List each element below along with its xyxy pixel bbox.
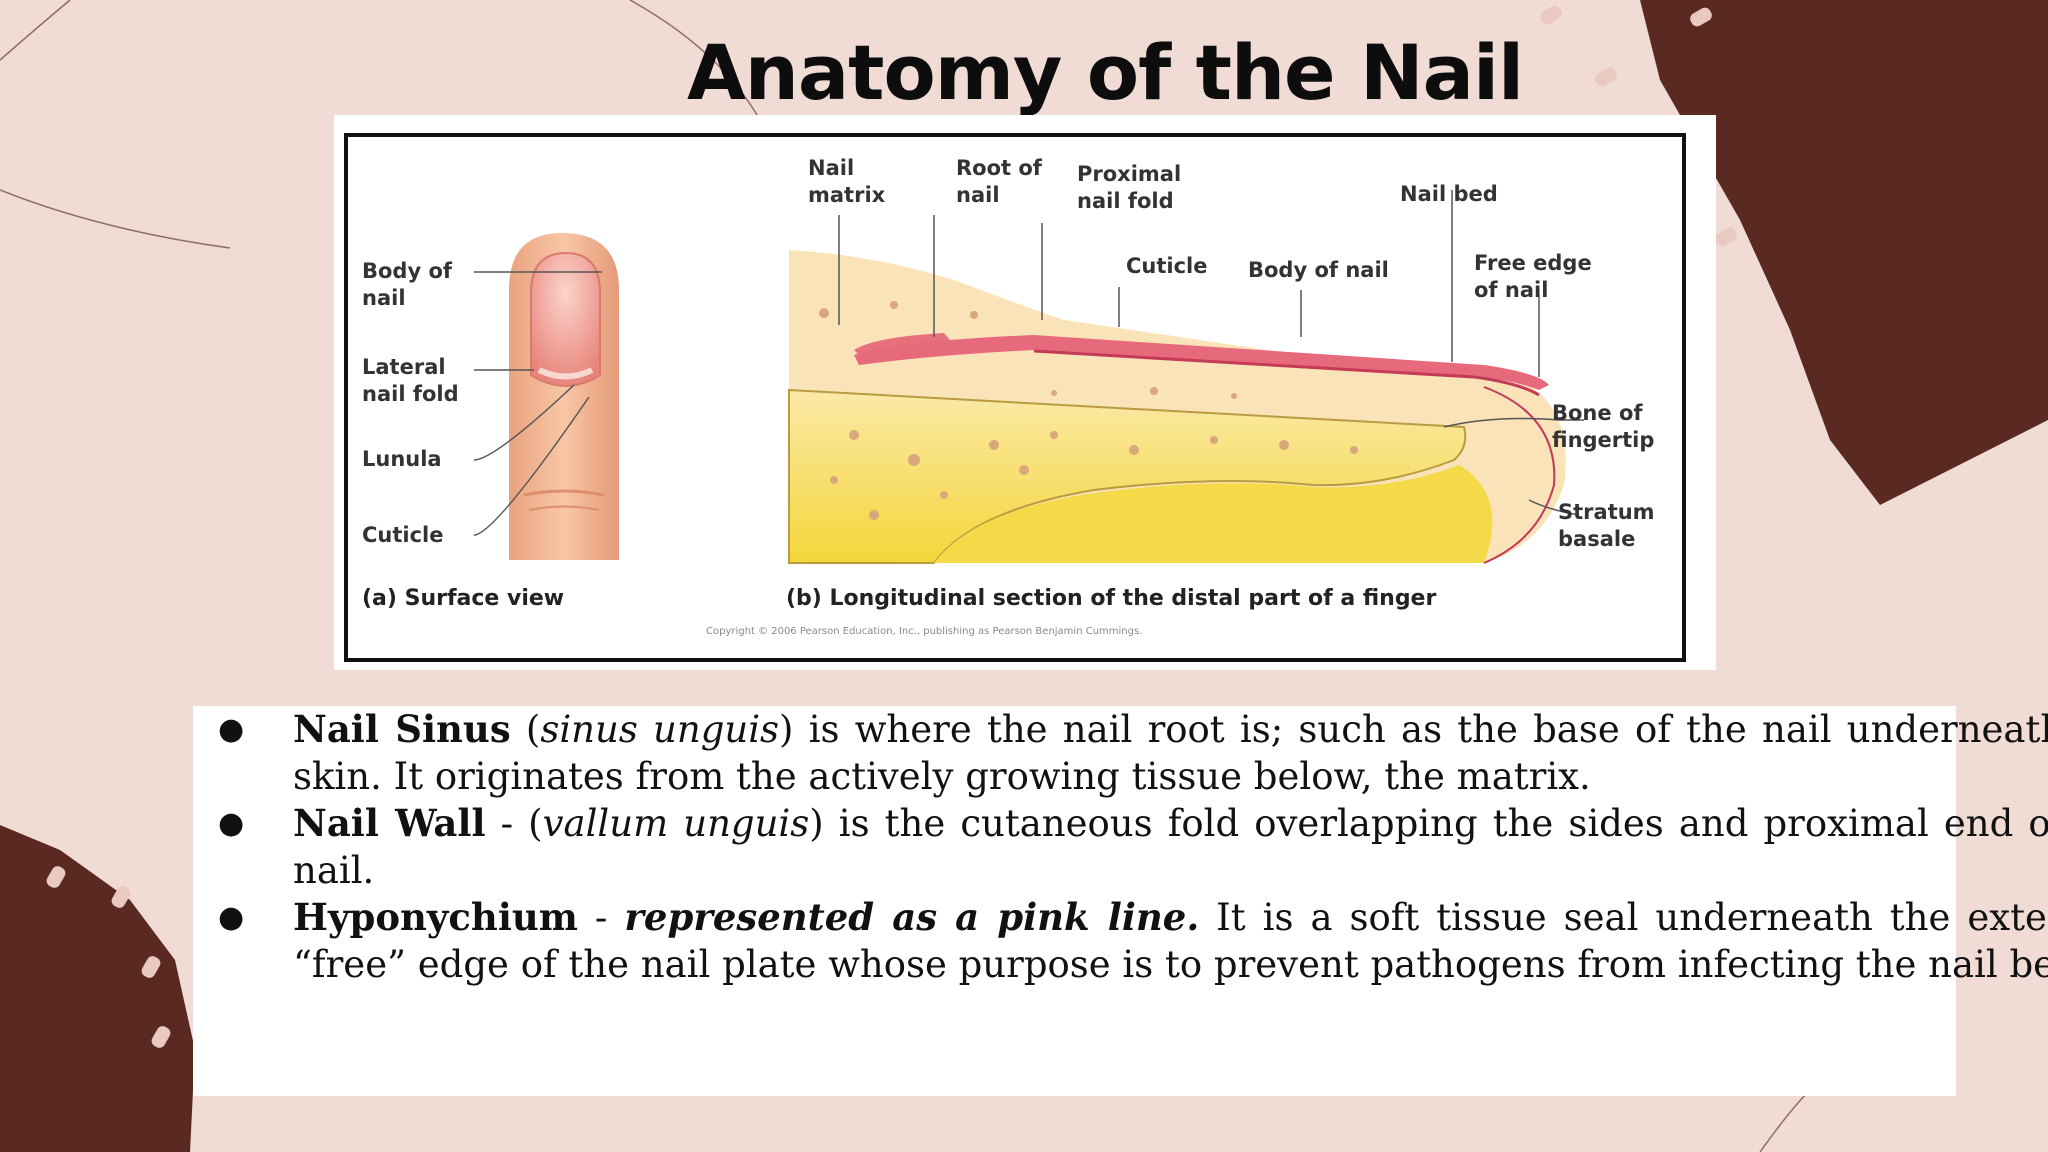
desc-nail-wall: ) is the cutaneous fold overlapping the … <box>293 802 2048 892</box>
nail-anatomy-figure: Body of nail Lateral nail fold Lunula Cu… <box>334 115 1716 670</box>
label-body-of-nail-1: Body of <box>362 259 453 283</box>
surface-leader-lines <box>473 271 602 536</box>
bone-marrow <box>788 388 1467 564</box>
label-cuticle-surface: Cuticle <box>362 523 444 547</box>
label-body-of-nail-2: nail <box>362 286 406 310</box>
desc-nail-sinus: is where the nail root is; such as the b… <box>293 708 2048 798</box>
label-root-of-nail-1: Root of <box>956 156 1043 180</box>
copyright-line: Copyright © 2006 Pearson Education, Inc.… <box>706 626 1142 637</box>
sep-hyponychium: - <box>577 896 625 939</box>
page-title: Anatomy of the Nail <box>686 28 1524 117</box>
sep-nail-wall: - ( <box>485 802 543 845</box>
nail-plate-section <box>854 335 1549 390</box>
nail-diagram: Body of nail Lateral nail fold Lunula Cu… <box>344 133 1686 662</box>
label-lateral-nail-fold-2: nail fold <box>362 382 459 406</box>
label-stratum-basale-1: Stratum <box>1558 500 1655 524</box>
section-leader-lines <box>838 190 1584 516</box>
desc-hyponychium: It is a soft tissue seal underneath the … <box>293 896 2048 986</box>
label-nail-matrix-2: matrix <box>808 183 886 207</box>
label-nail-matrix-1: Nail <box>808 156 854 180</box>
bullet-dot: ● <box>218 900 245 935</box>
label-free-edge-2: of nail <box>1474 278 1548 302</box>
label-body-of-nail-section: Body of nail <box>1248 258 1389 282</box>
label-stratum-basale-2: basale <box>1558 527 1635 551</box>
term-hyponychium: Hyponychium <box>293 895 578 939</box>
label-lateral-nail-fold-1: Lateral <box>362 355 446 379</box>
label-nail-bed: Nail bed <box>1400 182 1498 206</box>
label-proximal-nail-fold-2: nail fold <box>1077 189 1174 213</box>
latin-vallum-unguis: vallum unguis <box>542 802 810 845</box>
fat-yellow <box>934 465 1493 563</box>
list-item-nail-wall: ● Nail Wall - (vallum unguis) is the cuta… <box>218 800 2048 894</box>
bullet-dot: ● <box>218 712 245 747</box>
latin-sinus-unguis: sinus unguis <box>540 708 780 751</box>
hyponychium-line <box>1033 349 1540 397</box>
label-cuticle-section: Cuticle <box>1126 254 1208 278</box>
definition-list: ●Nail Sinus (sinus unguis) is where the … <box>218 706 2048 988</box>
definitions-panel: ●Nail Sinus (sinus unguis) is where the … <box>193 706 2048 1096</box>
label-bone-of-fingertip-1: Bone of <box>1552 401 1643 425</box>
finger-surface-illustration <box>509 233 619 560</box>
stratum-basale-line <box>1483 386 1556 564</box>
list-item-hyponychium: ● Hyponychium - represented as a pink lin… <box>218 894 2048 988</box>
caption-longitudinal-section: (b) Longitudinal section of the distal p… <box>786 586 1436 611</box>
bottom-left-brown-blob <box>0 825 195 1152</box>
label-bone-of-fingertip-2: fingertip <box>1552 428 1654 452</box>
label-lunula: Lunula <box>362 447 442 471</box>
label-proximal-nail-fold-1: Proximal <box>1077 162 1181 186</box>
label-root-of-nail-2: nail <box>956 183 1000 207</box>
finger-section-illustration <box>788 250 1566 564</box>
label-free-edge-1: Free edge <box>1474 251 1592 275</box>
term-nail-wall: Nail Wall <box>293 801 486 845</box>
bullet-dot: ● <box>218 806 245 841</box>
list-item-nail-sinus: ●Nail Sinus (sinus unguis) is where the … <box>218 706 2048 800</box>
nail-plate-surface <box>530 251 601 387</box>
emph-hyponychium: represented as a pink line. <box>624 895 1200 939</box>
term-nail-sinus: Nail Sinus <box>293 707 511 751</box>
caption-surface-view: (a) Surface view <box>362 586 564 611</box>
